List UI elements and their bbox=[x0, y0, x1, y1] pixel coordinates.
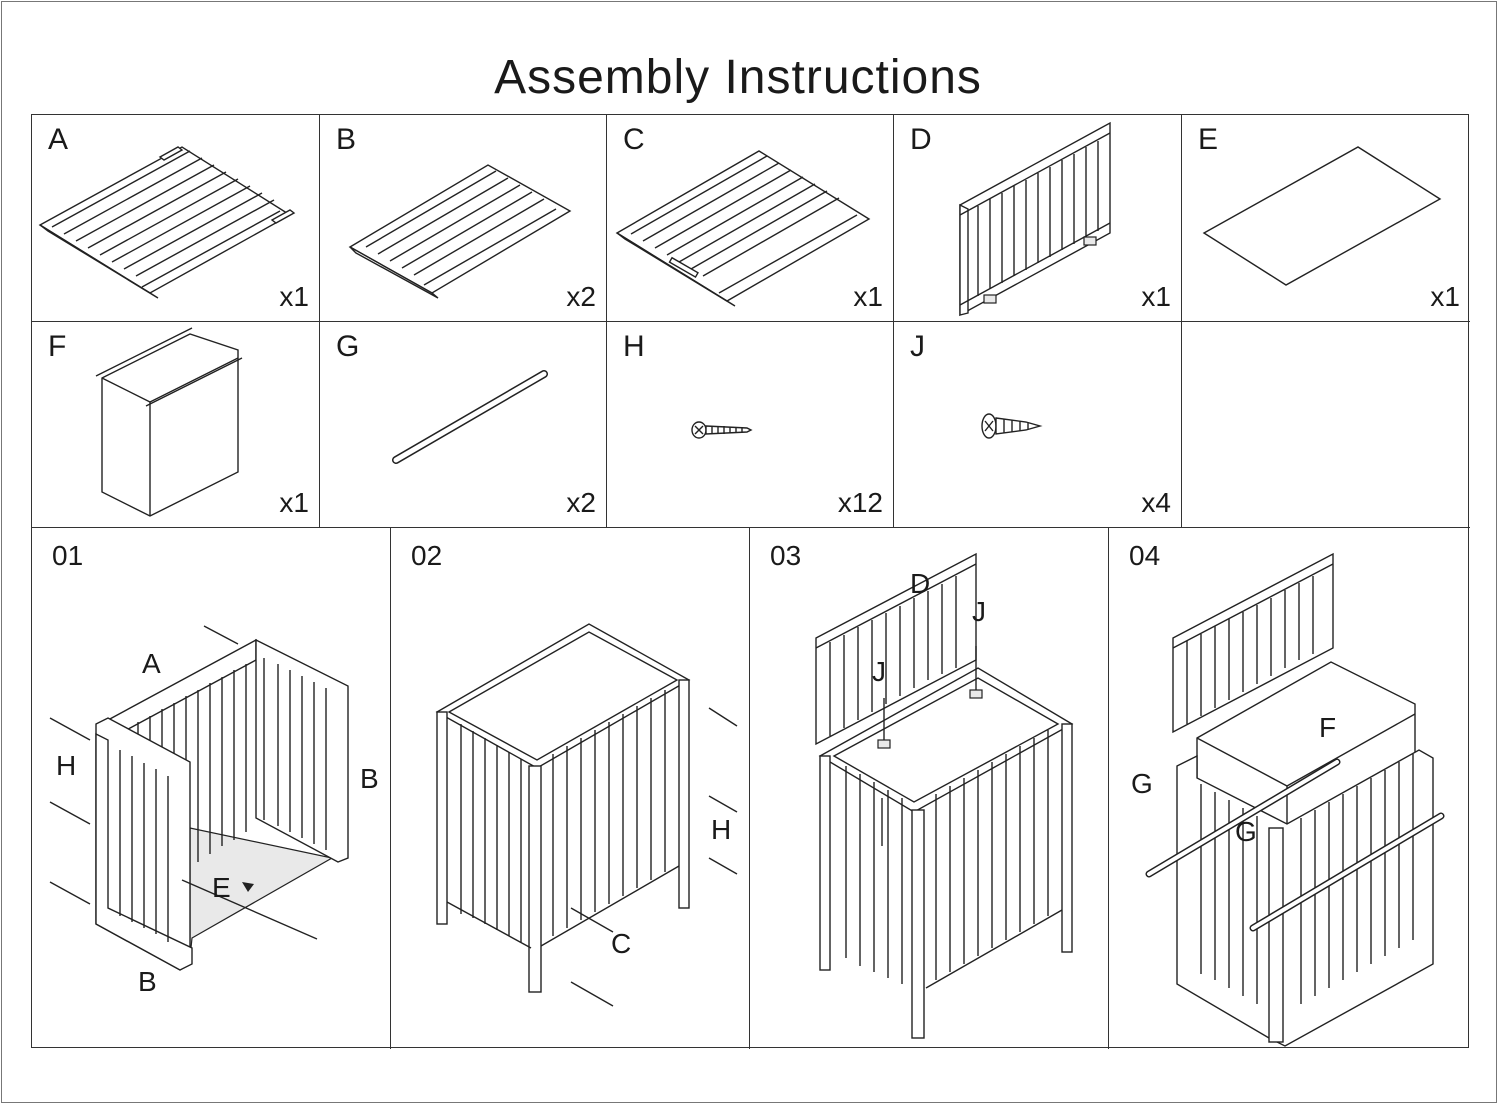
bottom-board-icon bbox=[1202, 146, 1442, 286]
part-letter: E bbox=[1198, 123, 1219, 156]
part-quantity: x1 bbox=[853, 281, 883, 312]
step-number: 03 bbox=[770, 540, 802, 571]
callout-label-j: J bbox=[972, 596, 986, 627]
step-04-illustration-icon bbox=[1145, 552, 1445, 1047]
page-title: Assembly Instructions bbox=[494, 51, 982, 104]
part-quantity: x1 bbox=[1141, 281, 1171, 312]
callout-label-h: H bbox=[56, 750, 77, 781]
part-cell-c: C x1 bbox=[607, 115, 894, 322]
part-quantity: x1 bbox=[1430, 281, 1460, 312]
step-03: 03 D J J bbox=[750, 528, 1109, 1049]
part-quantity: x2 bbox=[566, 281, 596, 312]
part-letter: G bbox=[336, 330, 360, 363]
step-02-illustration-icon bbox=[435, 623, 738, 1007]
callout-label-j: J bbox=[872, 656, 886, 687]
slatted-lid-with-hinges-icon bbox=[959, 121, 1111, 317]
callout-label-b: B bbox=[138, 966, 157, 997]
part-cell-f: F x1 bbox=[32, 322, 320, 528]
callout-label-f: F bbox=[1319, 712, 1337, 743]
part-cell-d: D x1 bbox=[894, 115, 1182, 322]
step-number: 02 bbox=[411, 540, 443, 571]
part-letter: H bbox=[623, 330, 645, 363]
part-quantity: x12 bbox=[837, 487, 883, 518]
rod-icon bbox=[392, 370, 548, 464]
callout-label-c: C bbox=[611, 928, 632, 959]
part-quantity: x4 bbox=[1141, 487, 1171, 518]
part-letter: A bbox=[48, 123, 69, 156]
step-04: 04 F G G bbox=[1109, 528, 1470, 1049]
step-number: 01 bbox=[52, 540, 84, 571]
callout-label-g: G bbox=[1131, 768, 1153, 799]
slatted-end-panel-icon bbox=[348, 164, 572, 299]
part-quantity: x1 bbox=[279, 487, 309, 518]
step-number: 04 bbox=[1129, 540, 1161, 571]
part-cell-b: B x2 bbox=[320, 115, 607, 322]
callout-label-b: B bbox=[360, 763, 379, 794]
callout-label-d: D bbox=[910, 568, 931, 599]
short-screw-icon bbox=[981, 413, 1043, 439]
part-cell-j: J x4 bbox=[894, 322, 1182, 528]
part-cell-e: E x1 bbox=[1182, 115, 1470, 322]
callout-label-e: E bbox=[212, 872, 231, 903]
instruction-grid: A x1 B x2 C bbox=[31, 114, 1470, 1049]
part-quantity: x1 bbox=[279, 281, 309, 312]
part-letter: B bbox=[336, 123, 357, 156]
fabric-liner-bag-icon bbox=[95, 327, 243, 517]
step-02: 02 H C bbox=[391, 528, 750, 1049]
part-cell-h: H x12 bbox=[607, 322, 894, 528]
step-01: 01 A H B E B bbox=[32, 528, 391, 1049]
part-letter: F bbox=[48, 330, 67, 363]
slatted-panel-with-handle-icon bbox=[615, 150, 871, 307]
part-letter: D bbox=[910, 123, 932, 156]
step-03-illustration-icon bbox=[815, 552, 1074, 1039]
slatted-side-panel-icon bbox=[38, 146, 296, 299]
part-letter: C bbox=[623, 123, 645, 156]
part-quantity: x2 bbox=[566, 487, 596, 518]
long-screw-icon bbox=[691, 421, 753, 439]
callout-label-a: A bbox=[142, 648, 161, 679]
part-cell-g: G x2 bbox=[320, 322, 607, 528]
part-cell-empty bbox=[1182, 322, 1470, 528]
step-01-illustration-icon bbox=[49, 625, 349, 971]
part-letter: J bbox=[910, 330, 925, 363]
part-cell-a: A x1 bbox=[32, 115, 320, 322]
callout-label-g: G bbox=[1235, 816, 1257, 847]
callout-label-h: H bbox=[711, 814, 732, 845]
